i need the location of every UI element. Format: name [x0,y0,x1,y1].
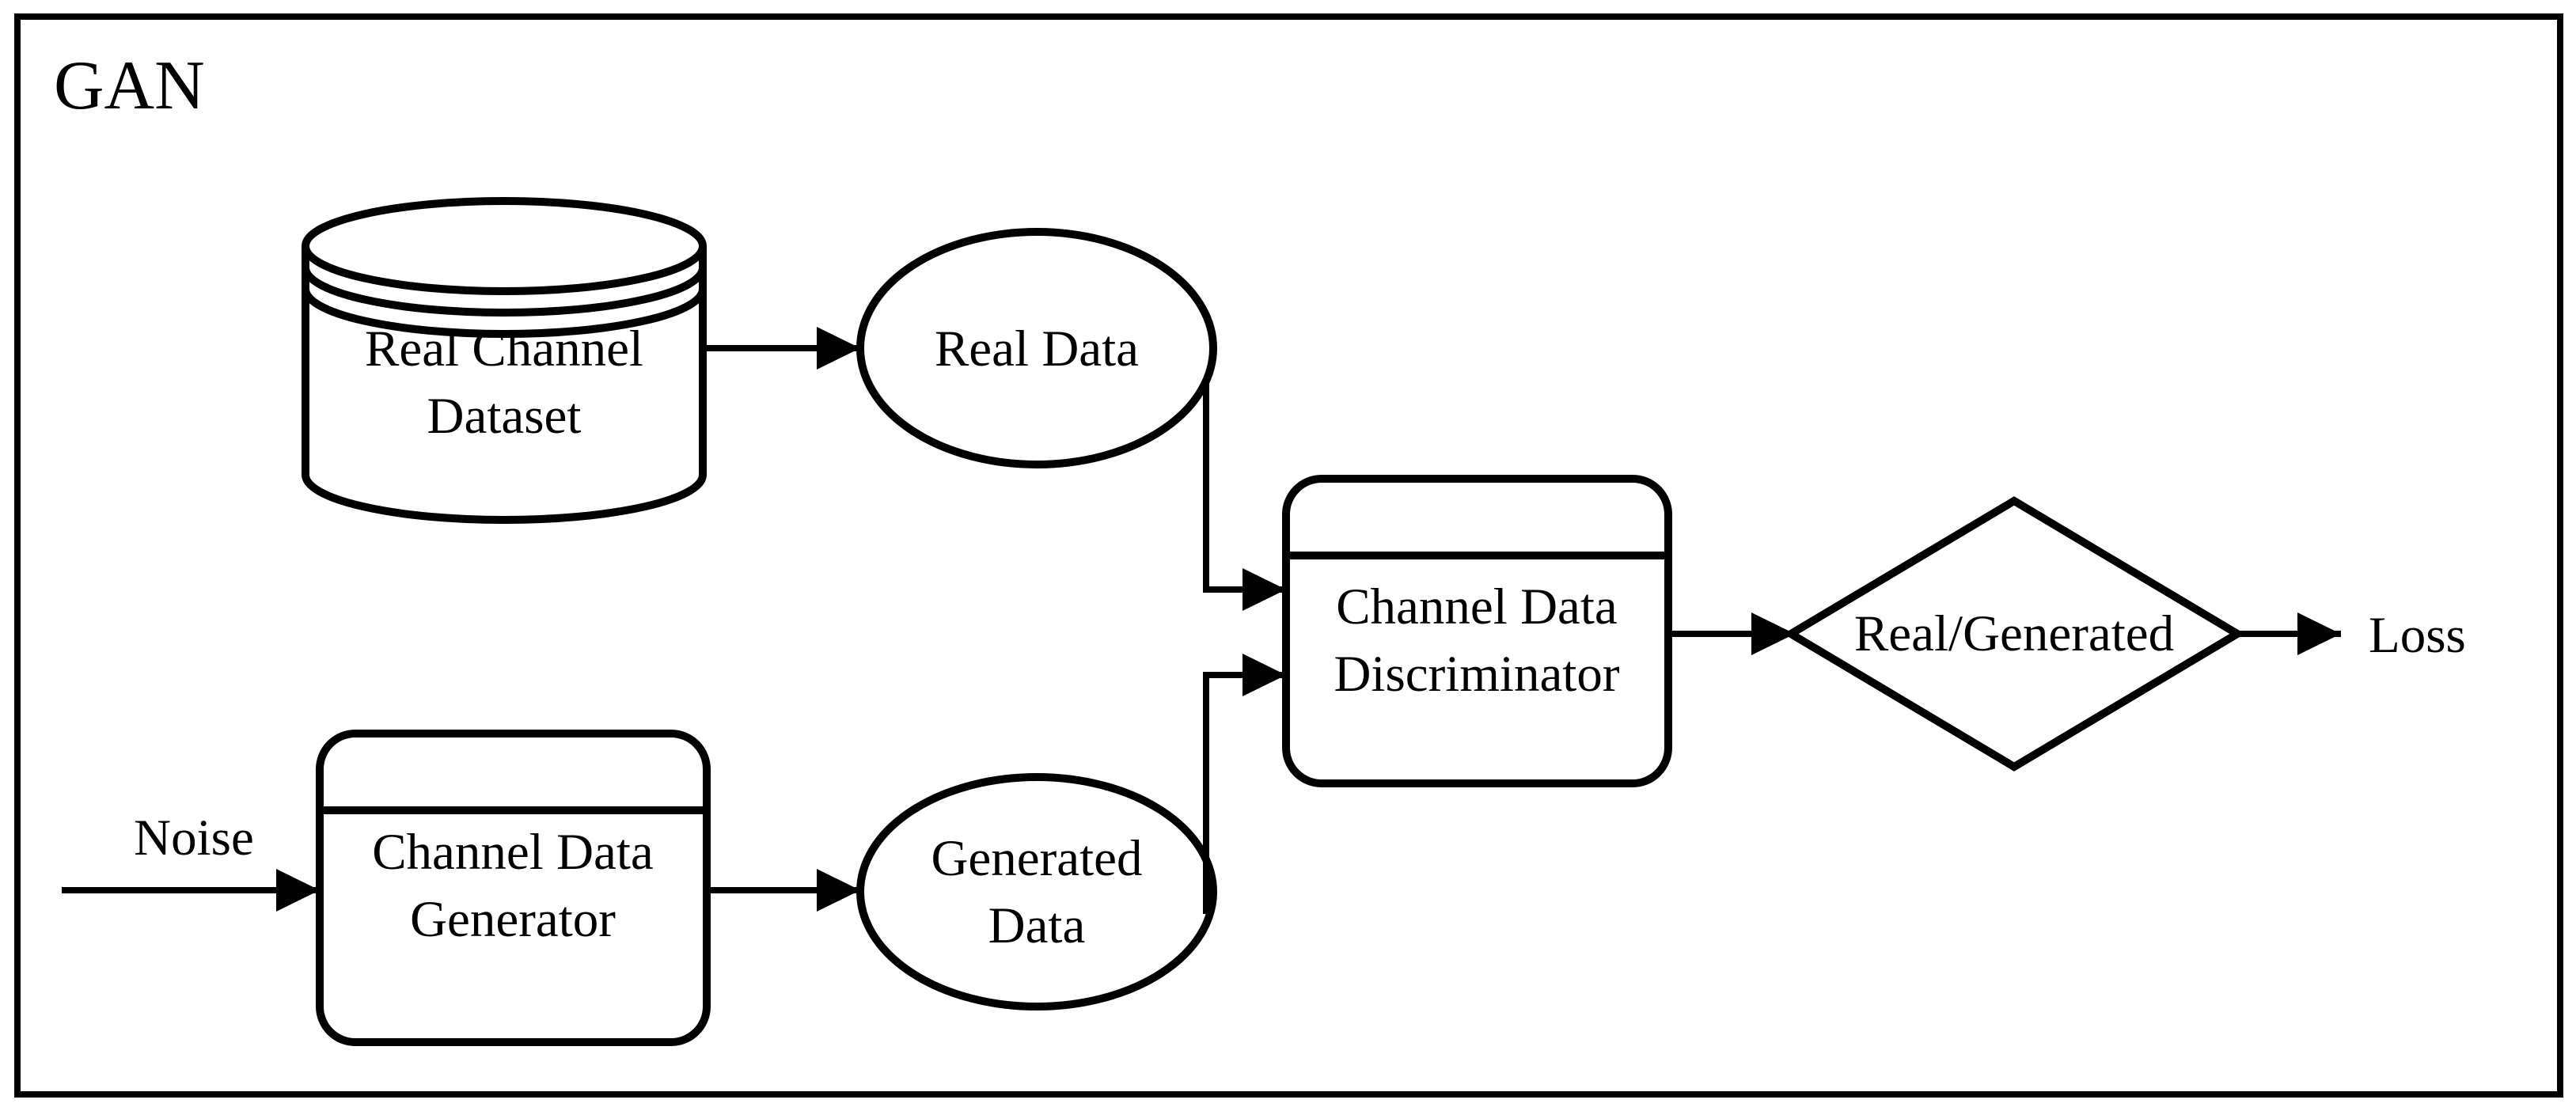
node-channel-data-generator: Channel Data Generator [316,730,711,1046]
loss-label: Loss [2369,607,2466,664]
node-real-channel-dataset: Real Channel Dataset [302,197,707,524]
generated-data-ellipse [856,773,1217,1011]
diagram-title: GAN [54,47,205,124]
cylinder-disk-line-1 [302,267,707,317]
diagram-border [14,13,2563,1098]
node-channel-data-discriminator: Channel Data Discriminator [1282,475,1672,787]
edges [62,327,2341,914]
generator-label-line1: Channel Data [372,824,654,881]
dataset-label-line1: Real Channel [365,320,643,377]
generated-data-label-line1: Generated [931,830,1142,887]
generator-box [316,730,711,1046]
node-generated-data: Generated Data [856,773,1217,1011]
noise-label: Noise [134,810,254,866]
dataset-label-line2: Dataset [427,388,582,445]
cylinder-top [302,197,707,295]
edge-generated-data-to-discriminator [1203,654,1286,914]
generator-label-line2: Generator [410,891,616,948]
cylinder-disk-line-2 [302,288,707,338]
node-real-generated-decision: Real/Generated [1783,496,2245,772]
real-data-label: Real Data [935,320,1139,377]
cylinder-body [302,246,707,524]
discriminator-label-line1: Channel Data [1336,578,1618,635]
generated-data-label-line2: Data [988,897,1086,954]
decision-label: Real/Generated [1854,605,2174,662]
node-real-data: Real Data [856,228,1217,468]
edge-real-data-to-discriminator [1203,378,1286,611]
discriminator-label-line2: Discriminator [1334,646,1619,703]
